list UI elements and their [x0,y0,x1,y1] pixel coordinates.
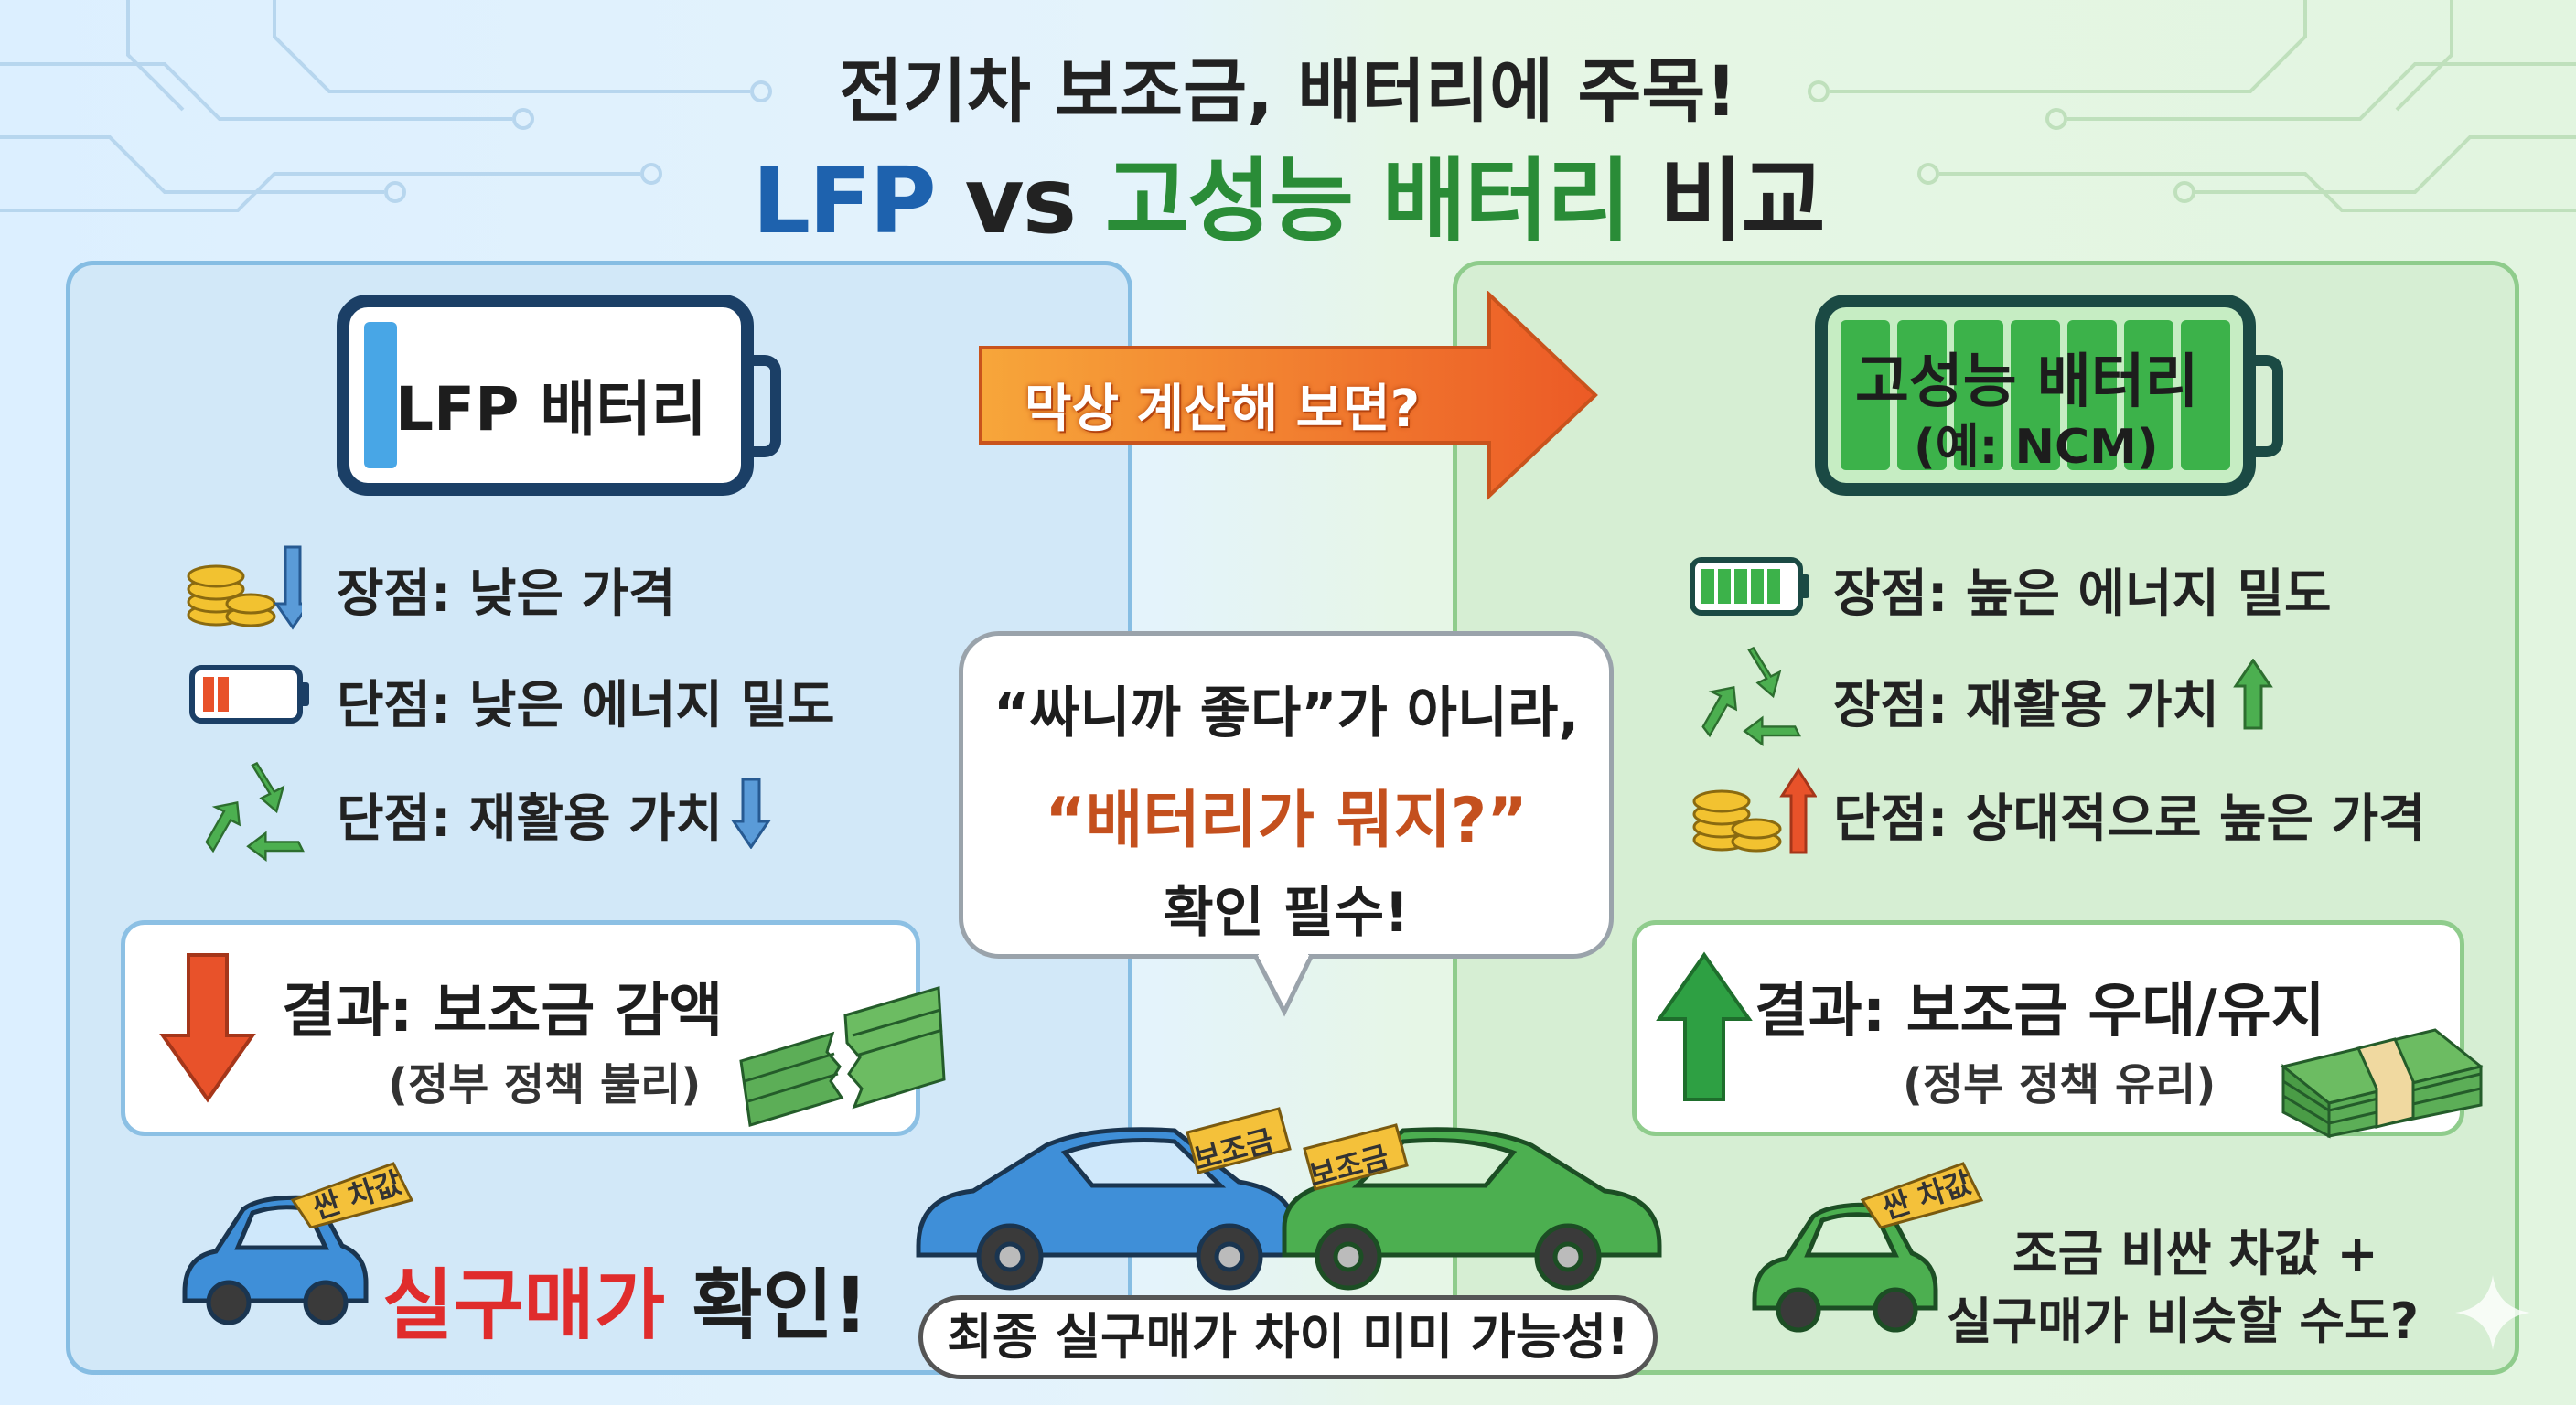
ncm-pro-recycle: 장점: 재활용 가치 [1833,676,2220,735]
ncm-result-sub: (정부 정책 유리) [1903,1059,2216,1110]
ncm-battery-sublabel: (예: NCM) [1914,420,2159,475]
lfp-con-recycle-text: 단점: 재활용 가치 [337,789,724,849]
title-vs: vs [934,147,1105,254]
lfp-con-recycle: 단점: 재활용 가치 [337,778,723,852]
real-price-black: 확인! [665,1260,869,1350]
ncm-pro-density: 장점: 높은 에너지 밀도 [1833,564,2332,624]
lfp-result-sub: (정부 정책 불리) [388,1059,702,1110]
red-down-arrow-icon [159,953,256,1103]
bubble-line1: “싸니까 좋다”가 아니라, [993,681,1580,745]
lfp-con-density: 단점: 낮은 에너지 밀도 [337,676,835,735]
ncm-battery-label: 고성능 배터리 [1855,349,2199,416]
ncm-con-price: 단점: 상대적으로 높은 가격 [1833,789,2426,849]
green-car-icon [1752,1202,1938,1333]
money-stack-icon [2280,1028,2485,1139]
bottom-conclusion: 최종 실구매가 차이 미미 가능성! [918,1295,1658,1379]
price-tag-icon [1860,1162,1984,1228]
page-subtitle: LFP vs 고성능 배터리 비교 [0,126,2576,259]
lfp-battery-label: LFP 배터리 [395,374,707,445]
coins-down-icon [187,545,302,630]
arrow-up-small-icon [2233,659,2273,730]
bubble-tail [1252,953,1315,1017]
speech-bubble: “싸니까 좋다”가 아니라, “배터리가 뭐지?” 확인 필수! [959,631,1614,959]
recycle-icon [205,761,305,862]
recycle-icon [1701,646,1801,746]
title-compare: 비교 [1628,147,1826,254]
lfp-pro-price: 장점: 낮은 가격 [337,564,676,624]
title-high-performance: 고성능 배터리 [1105,147,1631,254]
ncm-note-line1: 조금 비싼 차값 + [2012,1225,2378,1282]
ncm-note-line2: 실구매가 비슷할 수도? [1947,1292,2420,1350]
arrow-label: 막상 계산해 보면? [1025,380,1421,439]
arrow-down-small-icon [731,778,771,849]
torn-money-icon [739,986,946,1127]
page-title: 전기차 보조금, 배터리에 주목! [839,50,1737,132]
lfp-result-title: 결과: 보조금 감액 [282,978,724,1046]
low-battery-icon [189,665,309,724]
bubble-line3: 확인 필수! [1163,881,1410,945]
sparkle-icon [2455,1275,2530,1350]
real-price-check: 실구매가 확인! [382,1244,868,1355]
lfp-battery-icon [337,295,781,496]
orange-arrow-icon [979,291,1598,500]
coins-up-icon [1692,767,1817,854]
real-price-red: 실구매가 [382,1260,666,1350]
title-lfp: LFP [752,147,936,254]
green-up-arrow-icon [1656,951,1753,1101]
ncm-battery-icon [1815,295,2283,496]
price-tag-icon [290,1162,414,1228]
subsidy-tags-icon [1186,1107,1409,1191]
full-battery-icon [1690,557,1809,616]
bubble-line2: “배터리가 뭐지?” [1045,785,1528,857]
ncm-result-title: 결과: 보조금 우대/유지 [1755,978,2325,1046]
